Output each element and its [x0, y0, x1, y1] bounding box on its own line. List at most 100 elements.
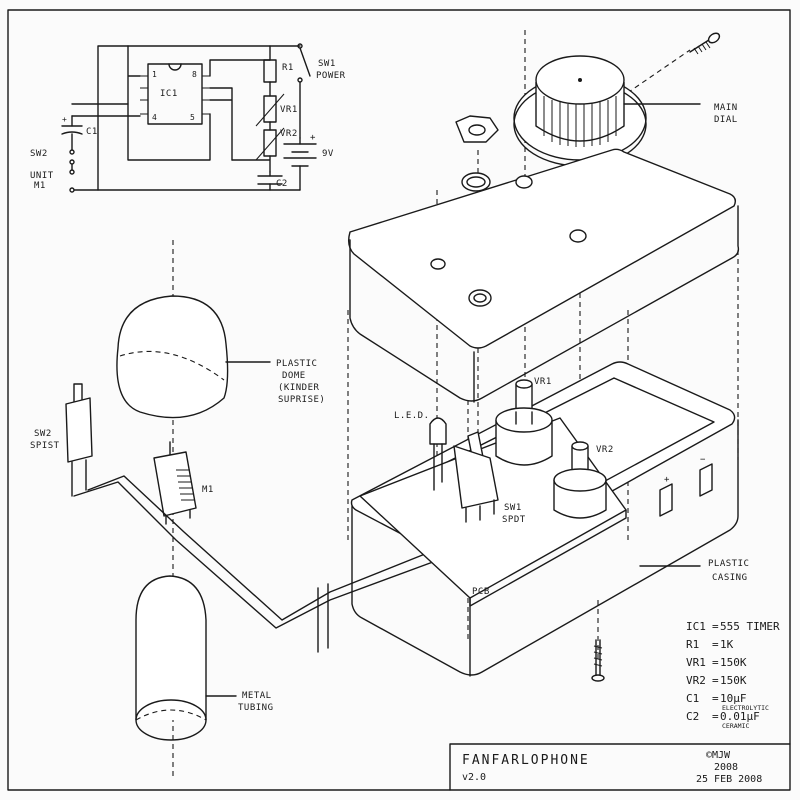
wires-right [209, 59, 271, 161]
tubing-label-a: METAL [242, 691, 272, 701]
battery-label: 9V [322, 149, 334, 159]
r1-label: R1 [282, 63, 294, 73]
title-block: FANFARLOPHONE v2.0 ©MJW 2008 25 FEB 2008 [449, 743, 791, 791]
spec-equals: = [712, 656, 719, 669]
wire-b [87, 475, 451, 621]
pcb-assembly: PCB L.E.D. SW1 SPDT VR1 VR2 [359, 377, 627, 607]
pcb-edge [469, 509, 627, 607]
plastic-dome: PLASTIC DOME (KINDER SUPRISE) [116, 295, 325, 419]
clip-minus [699, 463, 713, 497]
m1-contact-a [69, 169, 75, 175]
ic1-notch [168, 63, 182, 71]
lid-top [347, 148, 737, 349]
spec-note: CERAMIC [722, 722, 749, 730]
lid-hole-led [430, 258, 446, 270]
spec-value: 1K [720, 638, 734, 651]
pcb-label: PCB [472, 587, 490, 597]
vr1-label: VR1 [534, 377, 552, 387]
ic1-body [147, 63, 203, 125]
ic-pin8: 8 [192, 70, 197, 79]
ic-pin5: 5 [190, 113, 195, 122]
motor-vents [176, 469, 195, 501]
title-block-frame [449, 743, 791, 791]
main-dial-label-a: MAIN [714, 103, 738, 113]
nut-hole [468, 124, 486, 136]
hex-nut [455, 115, 499, 143]
drawing-year: 2008 [714, 762, 738, 773]
bottom-screw-thread [593, 645, 603, 667]
spec-key: IC1 [686, 620, 706, 633]
spec-key: C2 [686, 710, 699, 723]
bottom-screw [591, 639, 605, 682]
dome-label-a: PLASTIC [276, 359, 317, 369]
clip-plus-sign: + [664, 475, 670, 485]
vr1-pot [263, 95, 277, 123]
unit-label-b: M1 [34, 181, 46, 191]
spec-table: IC1=555 TIMERR1=1KVR1=150KVR2=150KC1=10µ… [686, 620, 780, 730]
vr1-arrow [255, 93, 285, 127]
spec-key: VR2 [686, 674, 706, 687]
metal-tubing: METAL TUBING [135, 575, 274, 741]
lid-hole-sw1 [468, 289, 492, 307]
sw2-label-a: SW2 [34, 429, 52, 439]
vr1-top [495, 407, 553, 433]
tubing-label-b: TUBING [238, 703, 274, 713]
spec-equals: = [712, 638, 719, 651]
led-label: L.E.D. [394, 411, 430, 421]
motor-body [153, 451, 197, 517]
wires-left [127, 45, 211, 161]
spec-equals: = [712, 620, 719, 633]
nut-body [455, 115, 499, 143]
sw2-legs [71, 459, 87, 497]
vr2-leads [231, 155, 271, 173]
r1-resistor [263, 59, 277, 83]
vr2-arrow [255, 127, 285, 161]
battery-plus: + [310, 133, 316, 143]
sw1-body [453, 445, 499, 509]
c1-plus: + [62, 115, 67, 124]
spec-value: 150K [720, 674, 747, 687]
spec-key: C1 [686, 692, 699, 705]
wires-c1 [71, 103, 141, 117]
dome-label-d: SUPRISE) [278, 395, 325, 405]
drawing-date: 25 FEB 2008 [696, 774, 762, 785]
drawing-version: v2.0 [462, 772, 486, 783]
vr1-collar [515, 411, 533, 425]
battery-9v [283, 143, 317, 167]
spec-note: ELECTROLYTIC [722, 704, 769, 712]
drawing-author: ©MJW [706, 750, 731, 761]
vr2-label: VR2 [596, 445, 614, 455]
vr2-pot [263, 129, 277, 157]
tube-hidden-rim [135, 709, 207, 721]
sw1-sch-label-b: POWER [316, 71, 346, 81]
clip-plus [659, 483, 673, 517]
spec-key: VR1 [686, 656, 706, 669]
sw2-contact-a [69, 149, 75, 155]
supply-rails [97, 45, 301, 191]
led-body [429, 417, 447, 445]
lid-hole-sw1-inner [473, 293, 487, 303]
spec-value: 555 TIMER [720, 620, 780, 633]
vr2-top [553, 468, 607, 492]
wire-break [317, 583, 329, 653]
vr1-sch-label: VR1 [280, 105, 298, 115]
dome-label-b: DOME [282, 371, 306, 381]
top-screw-head [707, 32, 721, 44]
spec-equals: = [712, 710, 719, 723]
sw2-label-b: SPIST [30, 441, 60, 451]
top-screw-thread [693, 41, 711, 55]
m1-label: M1 [202, 485, 214, 495]
dome-label-c: (KINDER [278, 383, 320, 393]
bottom-screw-head [591, 674, 605, 682]
ic1-label: IC1 [160, 89, 178, 99]
main-dial: MAIN DIAL [513, 55, 738, 167]
c2-sch-label: C2 [276, 179, 288, 189]
vr2-shaft-top [571, 441, 589, 451]
spec-key: R1 [686, 638, 699, 651]
ic-pins [140, 75, 210, 115]
vr1-shaft-top [515, 379, 533, 389]
clip-minus-sign: − [700, 455, 706, 465]
spec-value: 150K [720, 656, 747, 669]
spec-equals: = [712, 692, 719, 705]
